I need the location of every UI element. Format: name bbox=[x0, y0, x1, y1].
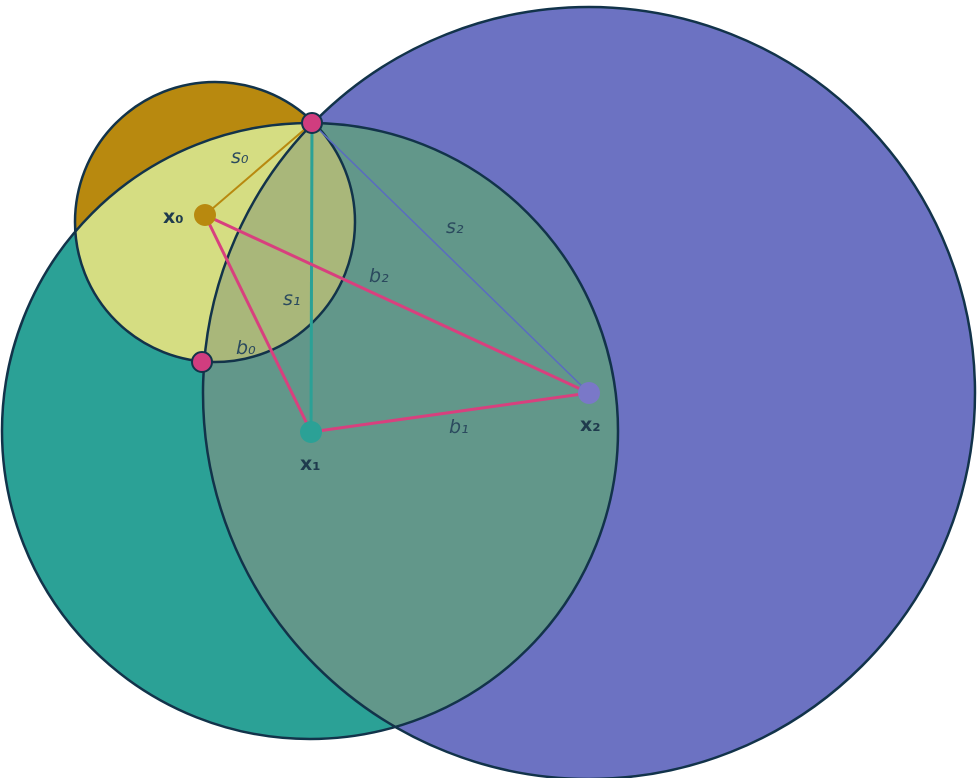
label-x1: x₁ bbox=[300, 453, 321, 475]
label-s2: s₂ bbox=[446, 216, 464, 238]
intersection-point-left bbox=[191, 351, 213, 373]
point-x2 bbox=[578, 382, 600, 404]
segment-s0 bbox=[204, 122, 313, 216]
point-x0 bbox=[194, 204, 216, 226]
label-s1: s₁ bbox=[283, 288, 301, 310]
label-b2: b₂ bbox=[369, 265, 389, 287]
segment-s2 bbox=[311, 122, 590, 394]
label-s0: s₀ bbox=[231, 146, 249, 168]
label-x0: x₀ bbox=[163, 206, 184, 228]
outline-circle-x0 bbox=[73, 80, 357, 364]
point-x1 bbox=[300, 421, 322, 443]
outline-circle-x2 bbox=[201, 5, 977, 778]
edge-b0 bbox=[203, 214, 313, 433]
label-b1: b₁ bbox=[449, 416, 469, 438]
label-b0: b₀ bbox=[236, 337, 256, 359]
segment-s1 bbox=[309, 122, 314, 433]
label-x2: x₂ bbox=[580, 414, 601, 436]
intersection-point-top bbox=[301, 112, 323, 134]
edge-b1 bbox=[310, 391, 590, 434]
edge-b2 bbox=[204, 213, 590, 395]
